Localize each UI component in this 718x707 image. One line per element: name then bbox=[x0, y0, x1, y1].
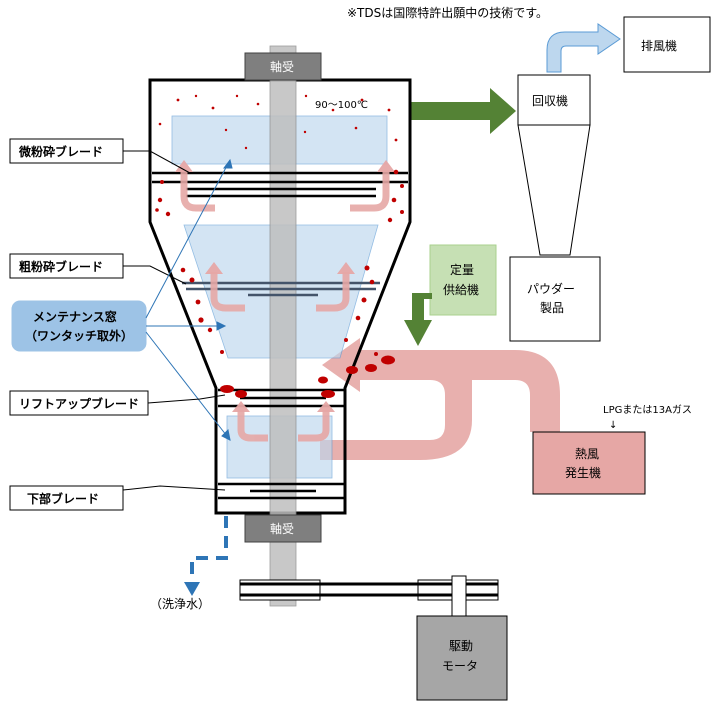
coarse-blade-label: 粗粉砕ブレード bbox=[19, 259, 103, 274]
feeder-label-1: 定量 bbox=[450, 262, 474, 277]
exhaust-fan-label: 排風機 bbox=[641, 38, 677, 53]
feeder-box bbox=[429, 244, 497, 316]
coarse-blade-leader bbox=[123, 265, 187, 285]
particles bbox=[155, 94, 404, 398]
exhaust-arrow-icon bbox=[546, 23, 621, 73]
lift-blade-callout bbox=[9, 390, 149, 416]
bottom-blades bbox=[218, 482, 344, 500]
fuel-label: LPGまたは13Aガス bbox=[603, 404, 692, 416]
collector-box bbox=[517, 74, 591, 126]
wash-water-line bbox=[190, 516, 228, 582]
hot-air-label-1: 熱風 bbox=[575, 447, 599, 461]
powder-label-1: パウダー bbox=[527, 281, 575, 296]
maintenance-label-2: （ワンタッチ取外） bbox=[25, 328, 133, 343]
fuel-arrow-icon: ↓ bbox=[609, 420, 617, 431]
circulation-arrows bbox=[180, 170, 390, 442]
collector-label: 回収機 bbox=[532, 93, 568, 108]
bottom-blade-leader bbox=[122, 485, 226, 491]
up-arrow-icon bbox=[175, 160, 395, 412]
wash-water-label: （洗浄水） bbox=[150, 597, 210, 611]
collector-cone bbox=[517, 124, 591, 256]
temperature-label: 90～100℃ bbox=[315, 100, 368, 111]
bottom-blade-callout bbox=[9, 485, 124, 511]
wash-water-arrow-icon bbox=[184, 582, 200, 596]
hot-air-label-2: 発生機 bbox=[565, 465, 601, 480]
feeder-label-2: 供給機 bbox=[443, 282, 479, 297]
powder-label-2: 製品 bbox=[540, 301, 564, 315]
hot-air-duct bbox=[320, 338, 560, 460]
bottom-blade-label: 下部ブレード bbox=[27, 491, 99, 506]
exhaust-fan-box bbox=[623, 16, 711, 73]
drive-motor-box bbox=[416, 615, 508, 701]
bearing-top-box bbox=[244, 52, 322, 81]
bearing-bottom-box bbox=[244, 514, 322, 543]
hot-air-generator-box bbox=[532, 431, 646, 495]
bearing-top-label: 軸受 bbox=[270, 60, 294, 74]
motor-shaft bbox=[451, 575, 467, 617]
maintenance-leaders bbox=[145, 158, 233, 441]
feed-down-arrow-icon bbox=[404, 297, 432, 346]
bearing-bottom-label: 軸受 bbox=[270, 522, 294, 536]
motor-label-2: モータ bbox=[442, 659, 478, 673]
powder-product-box bbox=[509, 256, 601, 342]
fine-blade-label: 微粉砕ブレード bbox=[18, 144, 103, 159]
shaft bbox=[269, 45, 297, 607]
feed-elbow bbox=[412, 293, 432, 299]
fine-blades bbox=[152, 171, 408, 198]
lift-blade-label: リフトアップブレード bbox=[19, 396, 139, 411]
lift-blade-leader bbox=[147, 394, 226, 404]
maintenance-callout bbox=[11, 300, 147, 352]
product-outflow-arrow-icon bbox=[410, 88, 516, 134]
maintenance-label-1: メンテナンス窓 bbox=[33, 309, 117, 324]
patent-note: ※TDSは国際特許出願中の技術です。 bbox=[347, 5, 548, 20]
motor-label-1: 駆動 bbox=[449, 639, 473, 653]
coarse-blade-callout bbox=[9, 253, 124, 279]
fine-blade-callout bbox=[9, 138, 124, 164]
fine-blade-leader bbox=[123, 150, 191, 174]
